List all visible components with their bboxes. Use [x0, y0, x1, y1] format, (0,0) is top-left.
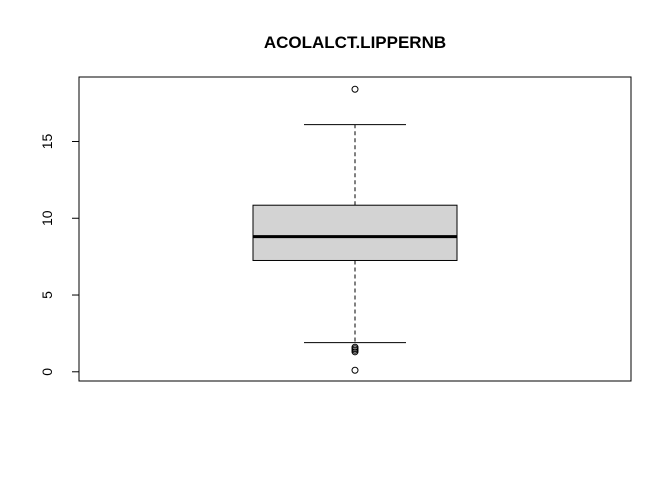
outlier-point [351, 348, 359, 356]
outlier-points [351, 85, 359, 374]
y-tick-label: 0 [39, 368, 55, 376]
y-tick-label: 15 [39, 133, 55, 149]
y-tick-label: 10 [39, 210, 55, 226]
y-tick-label: 5 [39, 291, 55, 299]
interquartile-box [252, 204, 458, 261]
y-axis: 0 5 10 15 [39, 133, 80, 376]
outlier-point [351, 366, 359, 374]
outlier-point [351, 85, 359, 93]
box-plot [252, 124, 458, 344]
chart-title: ACOLALCT.LIPPERNB [264, 33, 446, 52]
